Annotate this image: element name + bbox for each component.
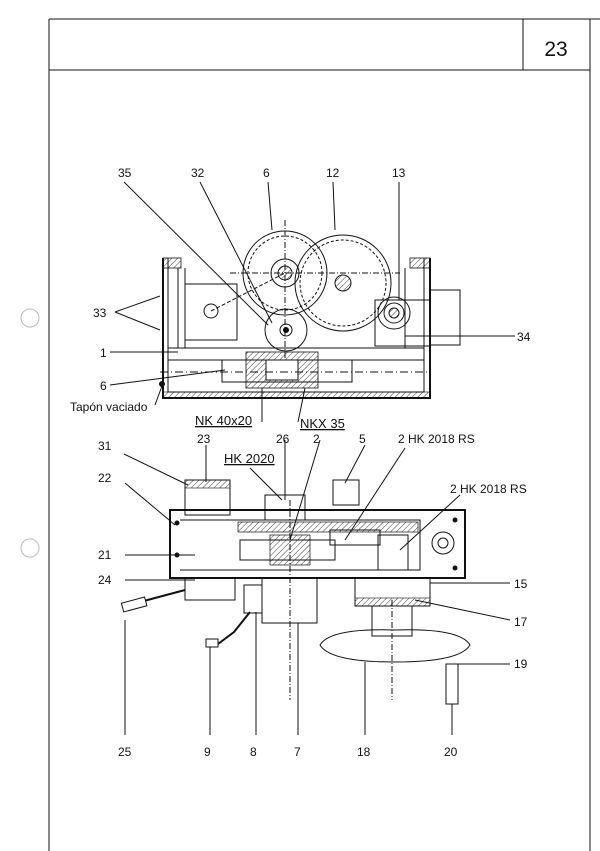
callout-19: 19 (514, 657, 528, 671)
callout-25: 25 (118, 745, 132, 759)
callout-15: 15 (514, 577, 528, 591)
callout-33: 33 (93, 306, 107, 320)
side-view-labels: 31 23 26 2 5 2 HK 2018 RS HK 2020 2 HK 2… (98, 432, 528, 759)
top-view-leaders (109, 181, 515, 423)
callout-6-bottom: 6 (100, 379, 107, 393)
binder-holes (20, 308, 40, 558)
bearing-hk2020-label: HK 2020 (224, 451, 275, 466)
binder-hole-top (20, 308, 40, 328)
callout-6-top: 6 (263, 166, 270, 180)
callout-8: 8 (250, 745, 257, 759)
callout-7: 7 (294, 745, 301, 759)
callout-24: 24 (98, 573, 112, 587)
callout-31: 31 (98, 439, 112, 453)
binder-hole-bottom (20, 538, 40, 558)
callout-5: 5 (359, 432, 366, 446)
bearing-nk-label: NK 40x20 (195, 413, 252, 428)
page-number: 23 (544, 38, 567, 61)
drain-plug-label: Tapón vaciado (70, 400, 148, 414)
top-view-labels: 35 32 6 12 13 33 34 1 6 Tapón vaciado NK… (70, 166, 531, 431)
side-view-leaders (123, 439, 511, 735)
callout-20: 20 (444, 745, 458, 759)
callout-35: 35 (118, 166, 132, 180)
bearing-hk2018-top-label: 2 HK 2018 RS (398, 432, 475, 446)
callout-26: 26 (276, 432, 290, 446)
bearing-nkx-label: NKX 35 (300, 416, 345, 431)
callout-18: 18 (357, 745, 371, 759)
callout-17: 17 (514, 615, 528, 629)
page-frame (48, 18, 600, 851)
callout-32: 32 (191, 166, 205, 180)
bearing-hk2018-right-label: 2 HK 2018 RS (450, 482, 527, 496)
side-view-drawing (120, 479, 471, 705)
callout-12: 12 (326, 166, 340, 180)
callout-34: 34 (517, 330, 531, 344)
callout-2: 2 (313, 432, 320, 446)
top-view-drawing (159, 220, 461, 399)
callout-9: 9 (204, 745, 211, 759)
callout-22: 22 (98, 471, 112, 485)
callout-1: 1 (100, 346, 107, 360)
callout-13: 13 (392, 166, 406, 180)
callout-23: 23 (197, 432, 211, 446)
callout-21: 21 (98, 548, 112, 562)
